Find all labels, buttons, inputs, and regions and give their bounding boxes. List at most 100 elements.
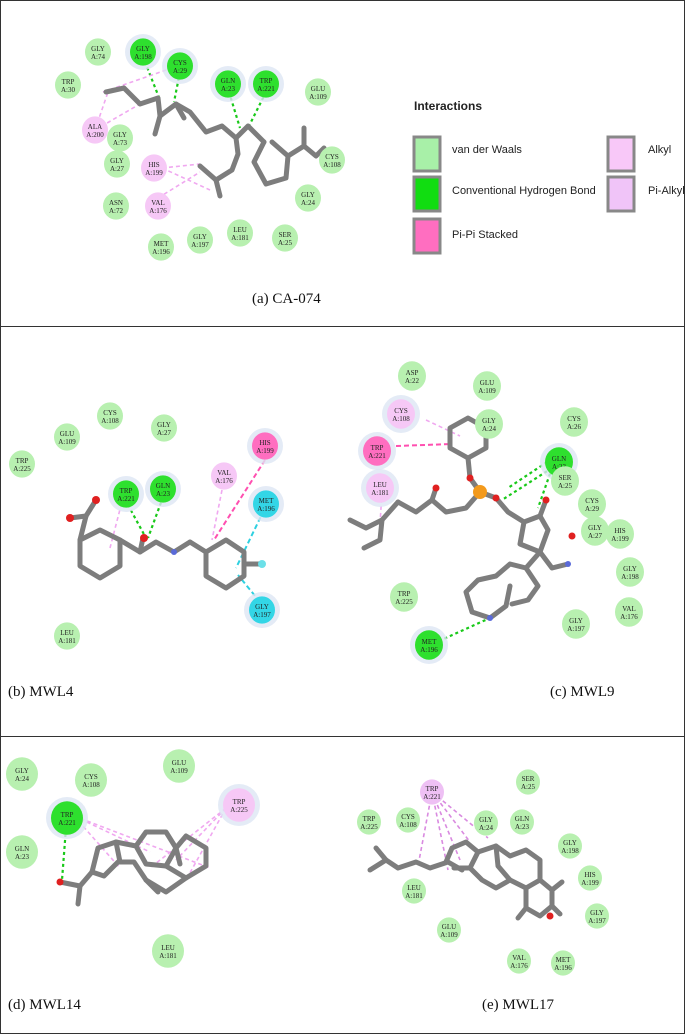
residue-number: A:22 [405,377,420,385]
residue-disc [148,233,174,261]
residue-number: A:197 [191,241,209,249]
residue-number: A:181 [371,489,389,497]
residue-name: GLU [172,759,186,767]
panel-c-ligand [347,415,576,648]
residue-name: CYS [567,415,581,423]
residue-number: A:225 [395,598,413,606]
residue-name: GLY [113,131,127,139]
residue-disc [167,52,193,80]
residue-number: A:23 [221,85,236,93]
residue-name: MET [154,240,170,248]
residue-disc [560,407,588,437]
residue-name: ASN [109,199,123,207]
residue-number: A:30 [61,86,76,94]
residue-name: MET [422,638,438,646]
residue-name: GLY [136,45,150,53]
residue-name: GLY [157,421,171,429]
residue-name: GLN [221,77,235,85]
residue-number: A:23 [156,490,171,498]
residue-name: CYS [173,59,187,67]
residue-disc [551,466,579,496]
residue-disc [97,402,123,430]
residue-disc [363,436,391,466]
residue-number: A:23 [552,463,567,471]
residue-disc [615,597,643,627]
residue-name: TRP [371,444,384,452]
residue-disc [562,609,590,639]
residue-name: SER [522,775,535,783]
residue-number: A:176 [510,962,528,970]
residue-disc [398,361,426,391]
caption-b: (b) MWL4 [8,684,74,700]
residue-name: GLY [301,191,315,199]
residue-disc [9,450,35,478]
residue-number: A:199 [145,169,163,177]
residue-number: A:181 [159,952,177,960]
residue-name: GLN [15,845,29,853]
residue-name: CYS [84,773,98,781]
residue-number: A:108 [101,417,119,425]
residue-number: A:196 [257,505,275,513]
residue-number: A:199 [611,535,629,543]
residue-name: HIS [148,161,159,169]
caption-c: (c) MWL9 [550,684,615,700]
residue-disc [366,473,394,503]
residue-disc [420,779,444,805]
residue-number: A:108 [82,781,100,789]
residue-name: TRP [260,77,273,85]
residue-number: A:221 [257,85,275,93]
residue-number: A:109 [440,931,458,939]
residue-disc [606,519,634,549]
residue-name: TRP [233,798,246,806]
residue-name: HIS [584,871,595,879]
caption-d: (d) MWL14 [8,997,81,1013]
legend-item-alkyl: Alkyl [606,135,671,173]
residue-disc [319,146,345,174]
residue-number: A:25 [521,783,536,791]
residue-disc [54,423,80,451]
residue-disc [516,769,540,795]
residue-number: A:221 [58,819,76,827]
panel-e-ligand [367,791,565,921]
residue-disc [107,124,133,152]
residue-disc [387,399,415,429]
residue-name: HIS [614,527,625,535]
residue-number: A:181 [58,637,76,645]
residue-number: A:29 [173,67,188,75]
residue-number: A:74 [91,53,106,61]
residue-name: GLY [479,816,493,824]
residue-number: A:26 [567,423,582,431]
residue-number: A:198 [134,53,152,61]
residue-name: GLU [442,923,456,931]
residue-name: ALA [88,123,102,131]
legend-swatch-pialkyl [606,175,636,213]
legend-label-vdw: van der Waals [452,144,522,156]
residue-disc [55,71,81,99]
legend-swatch-hbond [412,175,442,213]
residue-number: A:176 [149,207,167,215]
residue-name: LEU [407,884,421,892]
residue-name: GLY [110,157,124,165]
